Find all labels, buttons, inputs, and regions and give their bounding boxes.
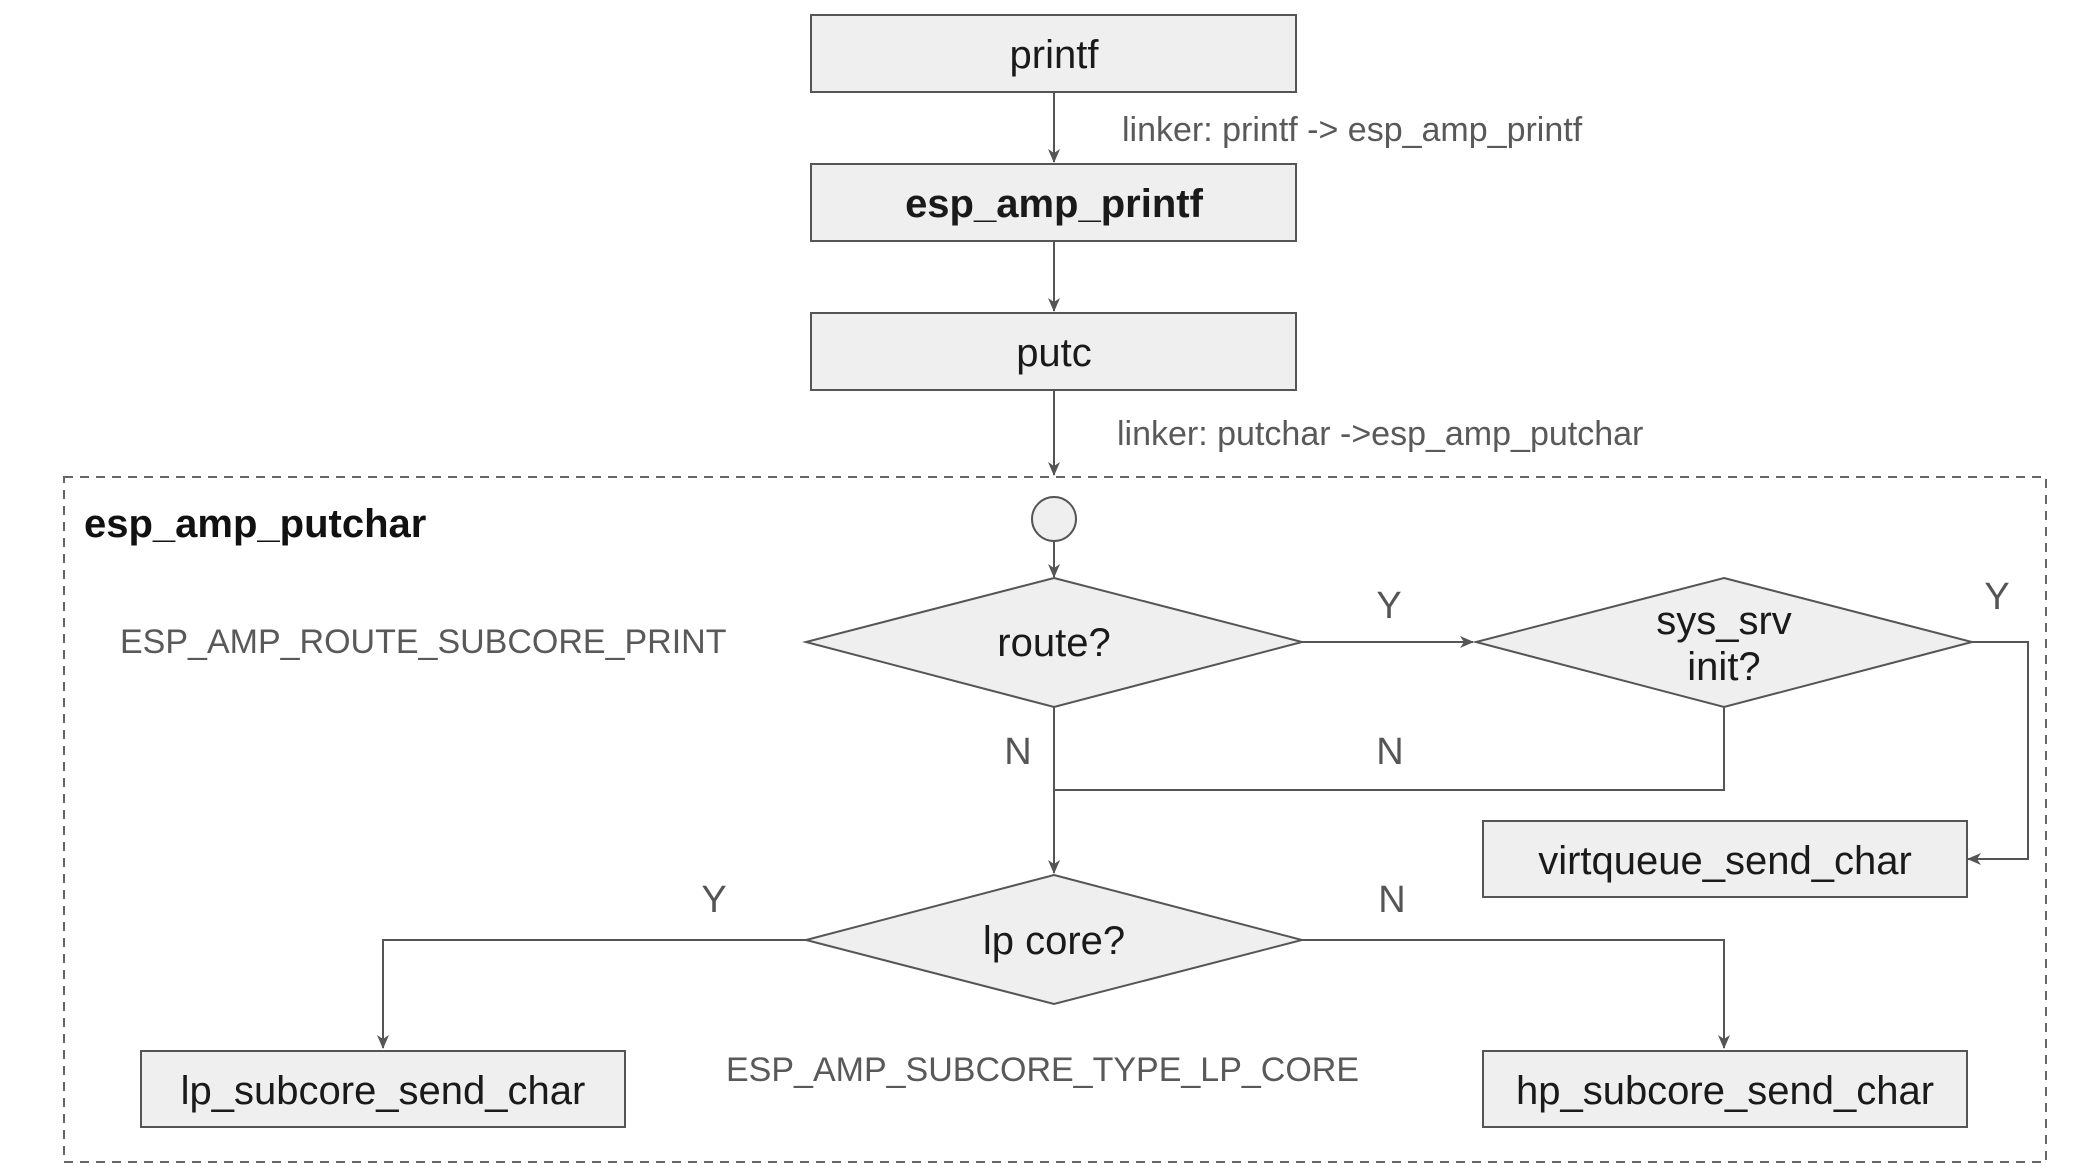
sys-srv-label-line2: init? [1687,645,1760,689]
sys-srv-init-decision [1472,576,1976,709]
hp-subcore-send-char-label: hp_subcore_send_char [1516,1069,1934,1113]
route-config-note: ESP_AMP_ROUTE_SUBCORE_PRINT [120,623,727,661]
virtqueue-send-char-label: virtqueue_send_char [1538,839,1912,883]
lp-core-config-note: ESP_AMP_SUBCORE_TYPE_LP_CORE [726,1051,1359,1089]
lp-core-no-label: N [1378,879,1405,921]
virtqueue-send-char-node [1482,820,1968,898]
hp-subcore-send-char-node [1482,1050,1968,1128]
esp-amp-printf-label: esp_amp_printf [905,182,1204,226]
lp-subcore-send-char-label: lp_subcore_send_char [181,1069,586,1113]
route-label: route? [997,621,1110,665]
lp-subcore-send-char-node [140,1050,626,1128]
esp-amp-putchar-frame [63,476,2047,1163]
sys-srv-yes-label: Y [1984,576,2009,618]
linker-printf-note: linker: printf -> esp_amp_printf [1122,111,1583,149]
edge-lp-core-no-to-hp-subcore [1302,939,1730,1049]
lp-core-label: lp core? [983,919,1125,963]
linker-putchar-note: linker: putchar ->esp_amp_putchar [1117,415,1643,453]
route-yes-label: Y [1376,585,1401,627]
sys-srv-no-label: N [1376,731,1403,773]
edge-sys-srv-yes-to-virtqueue [1967,641,2029,865]
edge-lp-core-yes-to-lp-subcore [377,939,806,1049]
route-no-label: N [1004,731,1031,773]
edge-sys-srv-no-merge [1054,707,1725,791]
lp-core-decision [802,873,1306,1006]
start-node [1031,496,1077,542]
sys-srv-label-line1: sys_srv [1656,599,1792,643]
esp-amp-printf-node [810,163,1297,242]
printf-node [810,14,1297,93]
putc-node [810,312,1297,391]
frame-title: esp_amp_putchar [84,502,426,546]
printf-label: printf [1010,33,1100,77]
route-decision [802,576,1306,709]
putc-label: putc [1016,331,1092,375]
lp-core-yes-label: Y [701,879,726,921]
